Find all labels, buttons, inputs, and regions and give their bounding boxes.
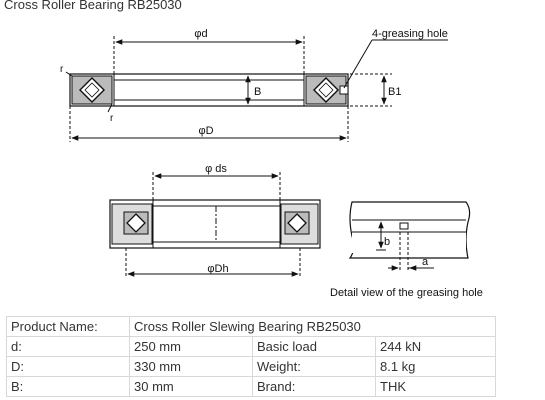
spec-key: D: <box>6 356 130 377</box>
product-name-value: Cross Roller Slewing Bearing RB25030 <box>129 316 496 337</box>
spec-key: Brand: <box>252 376 376 397</box>
label-B: B <box>254 86 261 98</box>
table-row: Product Name: Cross Roller Slewing Beari… <box>6 316 496 337</box>
label-r-top: r <box>60 64 64 75</box>
label-r-mid: r <box>110 113 114 124</box>
greasing-hole <box>399 222 409 230</box>
spec-value: 30 mm <box>129 376 253 397</box>
table-row: d: 250 mm Basic load 244 kN <box>6 336 496 357</box>
spec-table: Product Name: Cross Roller Slewing Beari… <box>6 316 496 397</box>
label-greasing-hole: 4-greasing hole <box>372 28 448 40</box>
spec-value: 330 mm <box>129 356 253 377</box>
label-a: a <box>422 256 429 268</box>
label-Dh: φDh <box>207 263 228 275</box>
spec-key: Basic load <box>252 336 376 357</box>
product-name-label: Product Name: <box>6 316 130 337</box>
label-d: φd <box>194 28 207 40</box>
greasing-detail-view <box>348 201 471 271</box>
spec-key: Weight: <box>252 356 376 377</box>
spec-value: 8.1 kg <box>375 356 496 377</box>
spec-value: 250 mm <box>129 336 253 357</box>
spec-value: 244 kN <box>375 336 496 357</box>
top-section-view <box>65 36 448 142</box>
mounting-section-view <box>109 172 321 278</box>
right-roller <box>313 77 339 103</box>
label-D: φD <box>198 125 213 137</box>
spec-key: B: <box>6 376 130 397</box>
greasing-hole-leader <box>343 39 373 89</box>
detail-caption: Detail view of the greasing hole <box>330 287 483 299</box>
label-b: b <box>384 236 390 248</box>
spec-key: d: <box>6 336 130 357</box>
table-row: B: 30 mm Brand: THK <box>6 376 496 397</box>
bearing-drawing: φd 4-greasing hole r r B B1 φD φ ds φDh <box>60 28 483 299</box>
spec-value: THK <box>375 376 496 397</box>
label-ds: φ ds <box>205 163 227 175</box>
label-B1: B1 <box>388 86 401 98</box>
page-title: Cross Roller Bearing RB25030 <box>4 0 182 12</box>
left-roller <box>79 77 105 103</box>
table-row: D: 330 mm Weight: 8.1 kg <box>6 356 496 377</box>
